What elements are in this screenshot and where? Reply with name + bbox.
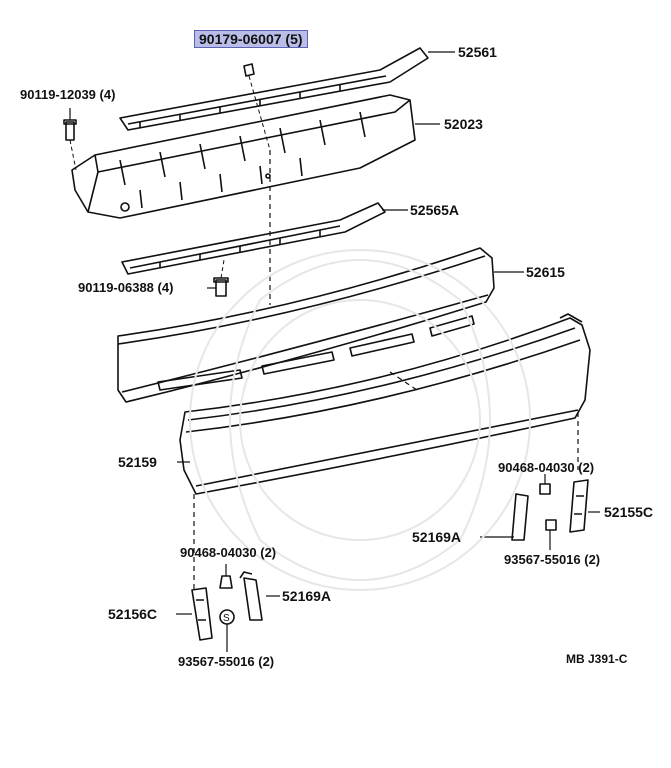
part-label-52156C[interactable]: 52156C: [108, 606, 158, 622]
clip-90468-right: [539, 483, 551, 495]
bracket-52156C: [191, 587, 213, 641]
clip-90468-left: [219, 575, 233, 589]
part-label-52565A[interactable]: 52565A: [410, 202, 460, 218]
part-label-52159[interactable]: 52159: [118, 454, 157, 470]
part-label-90119-06388[interactable]: 90119-06388 (4): [78, 280, 174, 295]
diagram-code: MB J391-C: [566, 652, 628, 666]
alignment-lines: [193, 150, 579, 590]
part-label-52023[interactable]: 52023: [444, 116, 483, 132]
part-label-93567-55016-right[interactable]: 93567-55016 (2): [504, 552, 601, 567]
clip-90179: [243, 63, 271, 151]
watermark-crest: [189, 249, 531, 591]
part-label-52561[interactable]: 52561: [458, 44, 497, 60]
reinforcement-strip-52561: [119, 47, 429, 131]
strip-52565A: [121, 202, 386, 275]
part-label-52169A-left[interactable]: 52169A: [282, 588, 332, 604]
nut-93567-right: [545, 519, 557, 531]
part-label-52615[interactable]: 52615: [526, 264, 565, 280]
energy-absorber-52023: [71, 94, 416, 219]
part-label-52169A-right[interactable]: 52169A: [412, 529, 462, 545]
part-label-90468-04030-left[interactable]: 90468-04030 (2): [180, 545, 277, 560]
bracket-52169A-left: [239, 571, 263, 621]
part-label-90468-04030-right[interactable]: 90468-04030 (2): [498, 460, 595, 475]
leader-lines: [69, 51, 600, 652]
part-label-90179-06007[interactable]: 90179-06007 (5): [194, 30, 308, 48]
bracket-52155C: [569, 479, 589, 533]
part-label-93567-55016-left[interactable]: 93567-55016 (2): [178, 654, 275, 669]
nut-93567-left: S: [219, 609, 235, 625]
svg-text:S: S: [223, 613, 230, 624]
bolt-90119-12039: [63, 119, 77, 171]
bumper-cover-52159: [179, 313, 591, 495]
part-label-52155C[interactable]: 52155C: [604, 504, 654, 520]
bracket-52169A-right: [511, 493, 529, 541]
bolt-90119-06388: [213, 259, 229, 297]
part-label-90119-12039[interactable]: 90119-12039 (4): [20, 87, 116, 102]
bumper-cover-52615: [117, 247, 495, 403]
